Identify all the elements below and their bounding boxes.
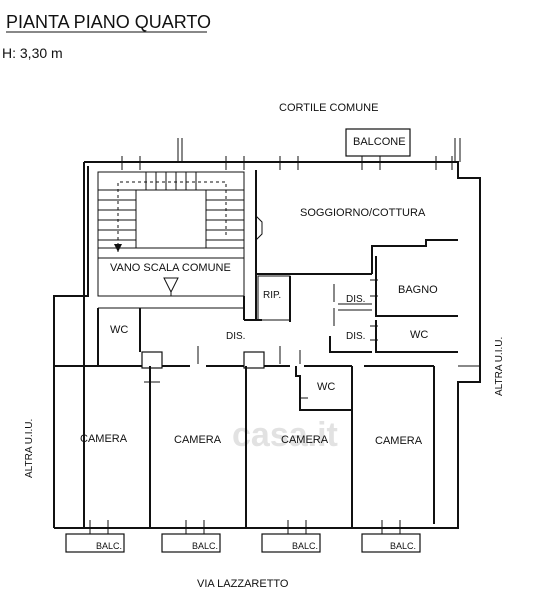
- room-label-camera-3: CAMERA: [281, 434, 329, 446]
- room-label-camera-4: CAMERA: [375, 435, 423, 447]
- balcony-1: BALC.: [65, 533, 125, 553]
- soggiorno-cottura: SOGGIORNO/COTTURA: [255, 170, 458, 320]
- balcony-2: BALC.: [161, 533, 221, 553]
- top-windows: [121, 156, 453, 170]
- balcone-top: BALCONE: [345, 128, 411, 157]
- balcony-4: BALC.: [361, 533, 421, 553]
- wc-right: WC: [370, 320, 458, 353]
- height-label: H: 3,30 m: [2, 45, 63, 61]
- room-label-vano-scala: VANO SCALA COMUNE: [110, 262, 231, 274]
- room-label-dis-3: DIS.: [226, 331, 245, 342]
- room-label-rip: RIP.: [263, 290, 281, 301]
- corridor-walls: WC: [56, 296, 434, 383]
- room-label-wc-right: WC: [410, 329, 428, 341]
- wc-center: WC: [295, 366, 353, 411]
- room-label-camera-1: CAMERA: [80, 433, 128, 445]
- balcony-3: BALC.: [261, 533, 321, 553]
- bottom-windows: [89, 520, 401, 536]
- label-via-lazzaretto: VIA LAZZARETTO: [197, 578, 289, 590]
- balcony-label-2: BALC.: [192, 541, 218, 551]
- disimpegni: DIS. DIS. DIS.: [226, 284, 372, 353]
- top-boundary: [177, 138, 461, 162]
- bagno: BAGNO: [370, 256, 458, 317]
- staircase: VANO SCALA COMUNE: [97, 171, 245, 297]
- room-label-wc-center: WC: [317, 381, 335, 393]
- camera-dividers: [149, 366, 353, 528]
- label-altra-uiu-left: ALTRA U.I.U.: [24, 419, 35, 478]
- label-cortile-comune: CORTILE COMUNE: [279, 102, 378, 114]
- room-label-wc-left: WC: [110, 324, 128, 336]
- room-label-soggiorno: SOGGIORNO/COTTURA: [300, 207, 426, 219]
- plan-title: PIANTA PIANO QUARTO: [6, 12, 211, 32]
- room-label-balcone: BALCONE: [353, 136, 406, 148]
- balcony-label-4: BALC.: [390, 541, 416, 551]
- ripostiglio: RIP.: [257, 275, 291, 322]
- room-label-bagno: BAGNO: [398, 284, 438, 296]
- label-altra-uiu-right: ALTRA U.I.U.: [494, 337, 505, 396]
- room-label-dis-1: DIS.: [346, 294, 365, 305]
- room-label-camera-2: CAMERA: [174, 434, 222, 446]
- watermark-logo: casa.it: [232, 416, 338, 454]
- balcony-label-3: BALC.: [292, 541, 318, 551]
- room-label-dis-2: DIS.: [346, 331, 365, 342]
- balcony-label-1: BALC.: [96, 541, 122, 551]
- outer-walls: [53, 161, 481, 529]
